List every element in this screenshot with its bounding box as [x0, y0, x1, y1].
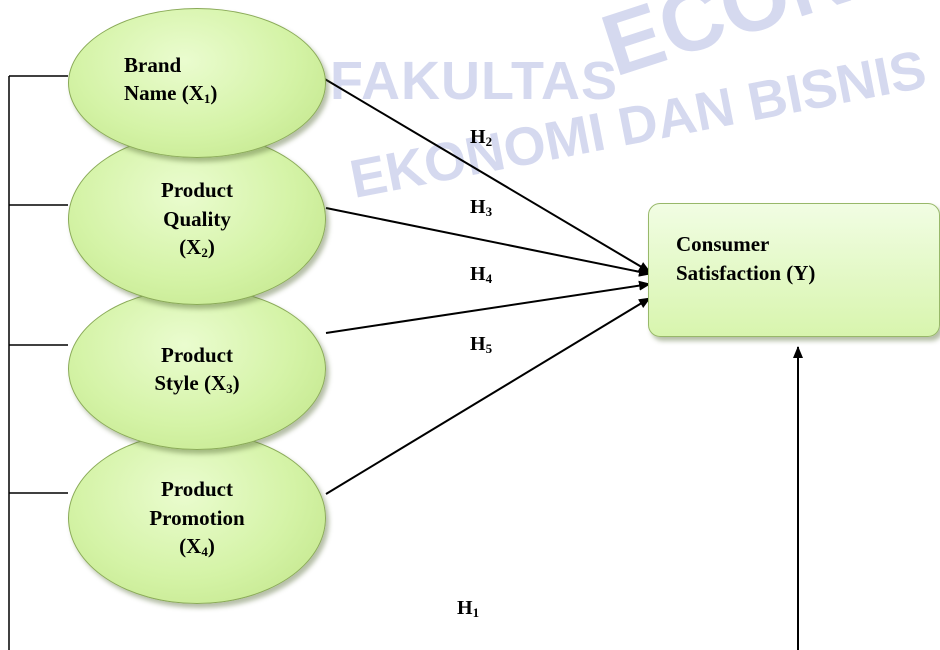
arrow-h5 [325, 297, 651, 495]
hypothesis-label-h1: H1 [457, 597, 480, 620]
node-product-promotion-label: Product Promotion (X4) [149, 477, 245, 560]
node-consumer-satisfaction-label: Consumer Satisfaction (Y) [676, 232, 816, 286]
hypothesis-label-h3: H3 [470, 196, 493, 219]
node-product-quality: Product Quality (X2) [68, 133, 326, 305]
hypothesis-label-h4: H4 [470, 263, 493, 286]
node-brand-name-label: Brand Name (X1) [124, 52, 218, 106]
node-brand-name: Brand Name (X1) [68, 8, 326, 158]
node-product-style-label: Product Style (X3) [154, 342, 240, 396]
node-consumer-satisfaction: Consumer Satisfaction (Y) [648, 203, 940, 337]
arrow-h4 [325, 280, 651, 334]
hypothesis-label-h5: H5 [470, 333, 493, 356]
arrow-h2 [317, 74, 651, 273]
node-product-quality-label: Product Quality (X2) [161, 178, 233, 261]
node-product-promotion: Product Promotion (X4) [68, 432, 326, 604]
arrow-h3 [325, 207, 651, 277]
hypothesis-label-h2: H2 [470, 126, 493, 149]
node-product-style: Product Style (X3) [68, 288, 326, 450]
